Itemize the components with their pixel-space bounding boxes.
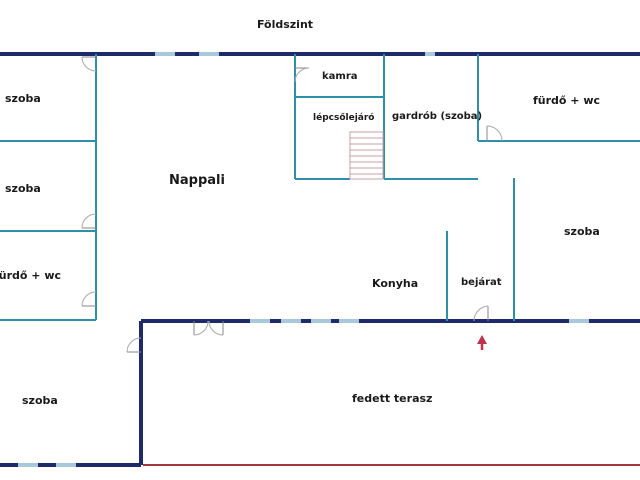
interior-walls — [0, 54, 640, 321]
entrance-arrow-icon — [477, 335, 487, 350]
room-label-terasz: fedett terasz — [352, 392, 432, 405]
room-label-furdo-right: fürdő + wc — [533, 94, 600, 107]
room-label-nappali: Nappali — [169, 173, 225, 188]
room-label-konyha: Konyha — [372, 277, 418, 290]
door — [486, 125, 503, 142]
staircase — [349, 131, 384, 180]
room-label-szoba-right: szoba — [564, 225, 600, 238]
room-label-gardrob: gardrób (szoba) — [392, 110, 482, 122]
door — [126, 337, 142, 353]
door — [81, 213, 97, 229]
floor-title: Földszint — [257, 18, 313, 31]
door — [473, 305, 489, 322]
door — [81, 291, 97, 307]
terrace-double-door — [193, 320, 224, 336]
room-label-szoba-2: szoba — [5, 182, 41, 195]
doors — [81, 56, 503, 353]
room-label-furdo-left: fürdő + wc — [0, 269, 61, 282]
door — [81, 56, 97, 72]
room-label-lepcsolejaro: lépcsőlejáró — [313, 112, 374, 123]
room-label-kamra: kamra — [322, 71, 358, 82]
windows — [18, 52, 589, 467]
room-label-szoba-1: szoba — [5, 92, 41, 105]
room-label-szoba-3: szoba — [22, 394, 58, 407]
door — [294, 67, 310, 83]
room-label-bejarat: bejárat — [461, 276, 502, 288]
room-labels: szoba szoba fürdő + wc szoba Nappali kam… — [0, 71, 600, 407]
